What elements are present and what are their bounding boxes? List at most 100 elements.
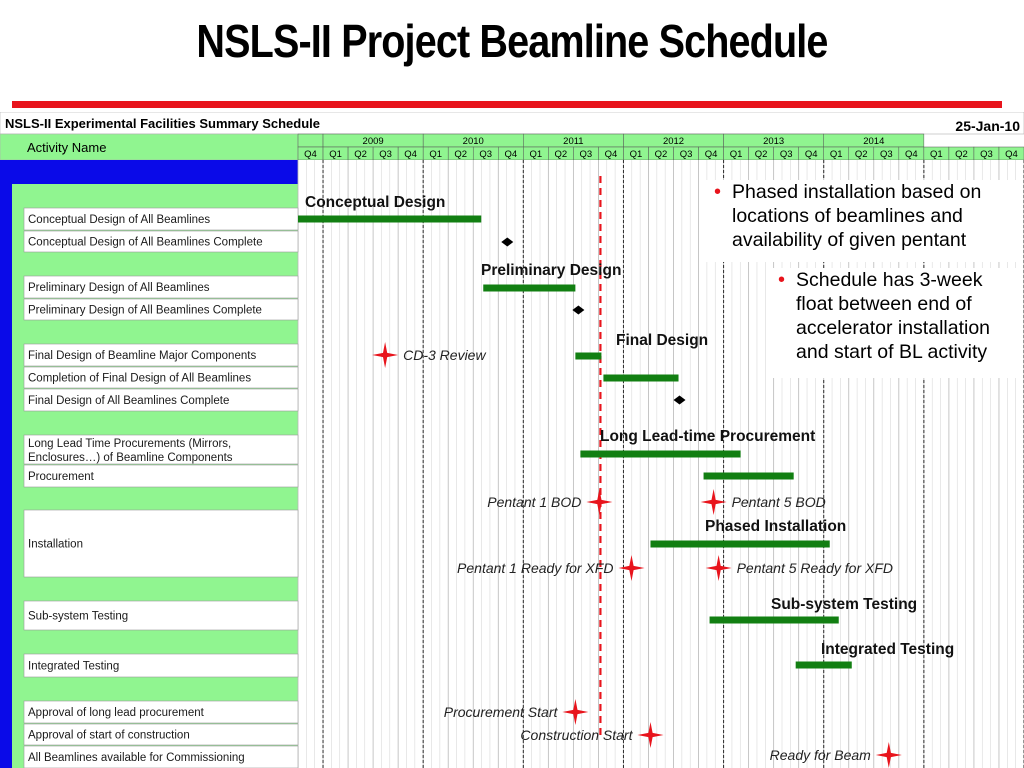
phase-label: Preliminary Design <box>481 262 621 279</box>
activity-row <box>23 388 299 412</box>
phase-label: Long Lead-time Procurement <box>600 428 815 445</box>
quarter-label: Q4 <box>605 149 618 160</box>
title-divider <box>12 101 1002 108</box>
quarter-label: Q3 <box>680 149 693 160</box>
activity-name: Enclosures…) of Beamline Components <box>28 452 233 464</box>
activity-name: Preliminary Design of All Beamlines <box>28 282 210 294</box>
activity-name: Approval of long lead procurement <box>28 707 205 719</box>
milestone-star-icon <box>875 742 902 768</box>
milestone-label: CD-3 Review <box>403 347 486 363</box>
phase-label: Sub-system Testing <box>771 596 917 613</box>
activity-row <box>23 509 299 578</box>
milestone-label: Pentant 5 BOD <box>732 494 826 510</box>
timeline-header: 2008200920102011201220132014Q4Q1Q2Q3Q4Q1… <box>297 133 1024 161</box>
activity-row <box>23 653 299 678</box>
phase-label: Conceptual Design <box>305 194 445 211</box>
milestone-star-icon <box>586 489 613 515</box>
quarter-label: Q2 <box>755 149 768 160</box>
milestone-label: Pentant 1 BOD <box>487 494 581 510</box>
quarter-label: Q3 <box>980 149 993 160</box>
completion-diamond <box>673 395 686 405</box>
year-label: 2010 <box>463 136 484 147</box>
activity-rows: Conceptual Design of All BeamlinesConcep… <box>23 207 299 768</box>
quarter-label: Q2 <box>955 149 968 160</box>
activity-name: Conceptual Design of All Beamlines <box>28 214 210 226</box>
quarter-label: Q2 <box>454 149 467 160</box>
left-blue-band <box>0 160 12 768</box>
activity-header: Activity Name <box>27 140 106 155</box>
quarter-label: Q1 <box>630 149 643 160</box>
activity-row <box>23 464 299 488</box>
phase-bar <box>709 616 839 624</box>
phase-bar <box>703 472 794 480</box>
bullet-icon: • <box>714 181 722 203</box>
milestone-star-icon <box>705 555 732 581</box>
phase-bar <box>580 450 741 458</box>
quarter-label: Q4 <box>705 149 718 160</box>
activity-row <box>23 700 299 724</box>
quarter-label: Q4 <box>805 149 818 160</box>
quarter-label: Q3 <box>379 149 392 160</box>
milestone-star-icon <box>700 489 727 515</box>
year-cell <box>297 133 324 148</box>
phase-bars <box>298 215 852 669</box>
activity-name: Installation <box>28 539 83 551</box>
phase-bar <box>795 661 852 669</box>
note-schedule-float: • Schedule has 3-week float between end … <box>766 268 1022 378</box>
quarter-label: Q3 <box>880 149 893 160</box>
activity-row <box>23 298 299 321</box>
phase-bar <box>298 215 482 223</box>
quarter-label: Q1 <box>930 149 943 160</box>
activity-name: Integrated Testing <box>28 661 119 673</box>
quarter-label: Q3 <box>780 149 793 160</box>
note-phased-installation: • Phased installation based on locations… <box>702 180 1020 262</box>
activity-name: Procurement <box>28 471 95 483</box>
phase-label: Phased Installation <box>705 518 846 535</box>
quarter-label: Q4 <box>1005 149 1018 160</box>
milestone-star-icon <box>618 555 645 581</box>
quarter-label: Q1 <box>529 149 542 160</box>
milestone-star-icon <box>372 342 399 368</box>
quarter-label: Q2 <box>555 149 568 160</box>
phase-bar <box>650 540 830 548</box>
activity-row <box>23 275 299 299</box>
sheet-title: NSLS-II Experimental Facilities Summary … <box>5 116 320 131</box>
year-label: 2009 <box>363 136 384 147</box>
activity-name: Preliminary Design of All Beamlines Comp… <box>28 305 262 317</box>
quarter-label: Q4 <box>404 149 417 160</box>
activity-name: Long Lead Time Procurements (Mirrors, <box>28 438 231 450</box>
slide-title: NSLS-II Project Beamline Schedule <box>196 15 828 67</box>
sheet-date: 25-Jan-10 <box>955 118 1020 134</box>
activity-row <box>23 600 299 631</box>
activity-name: Sub-system Testing <box>28 611 128 623</box>
quarter-label: Q4 <box>905 149 918 160</box>
activity-row <box>23 745 299 768</box>
phase-bar <box>483 284 576 292</box>
activity-name: Conceptual Design of All Beamlines Compl… <box>28 237 263 249</box>
year-label: 2011 <box>563 136 583 147</box>
activity-row <box>23 230 299 253</box>
milestone-label: Procurement Start <box>444 704 559 720</box>
header-blue-band <box>0 160 298 184</box>
activity-row <box>23 723 299 746</box>
quarter-label: Q1 <box>429 149 442 160</box>
activity-row <box>23 366 299 389</box>
quarter-label: Q1 <box>329 149 342 160</box>
activity-row <box>23 434 299 465</box>
phase-bar <box>575 352 602 360</box>
activity-name: Completion of Final Design of All Beamli… <box>28 373 251 385</box>
milestone-label: Pentant 5 Ready for XFD <box>737 560 893 576</box>
activity-name: Approval of start of construction <box>28 730 190 742</box>
activity-name: Final Design of Beamline Major Component… <box>28 350 256 362</box>
quarter-label: Q4 <box>504 149 517 160</box>
completion-diamond <box>572 305 585 315</box>
note-text: Phased installation based on locations o… <box>732 181 982 251</box>
year-label: 2013 <box>763 136 784 147</box>
activity-name: All Beamlines available for Commissionin… <box>28 752 245 764</box>
completion-diamond <box>501 237 514 247</box>
activity-row <box>23 343 299 367</box>
quarter-label: Q2 <box>354 149 367 160</box>
activity-header-cell <box>0 133 299 161</box>
